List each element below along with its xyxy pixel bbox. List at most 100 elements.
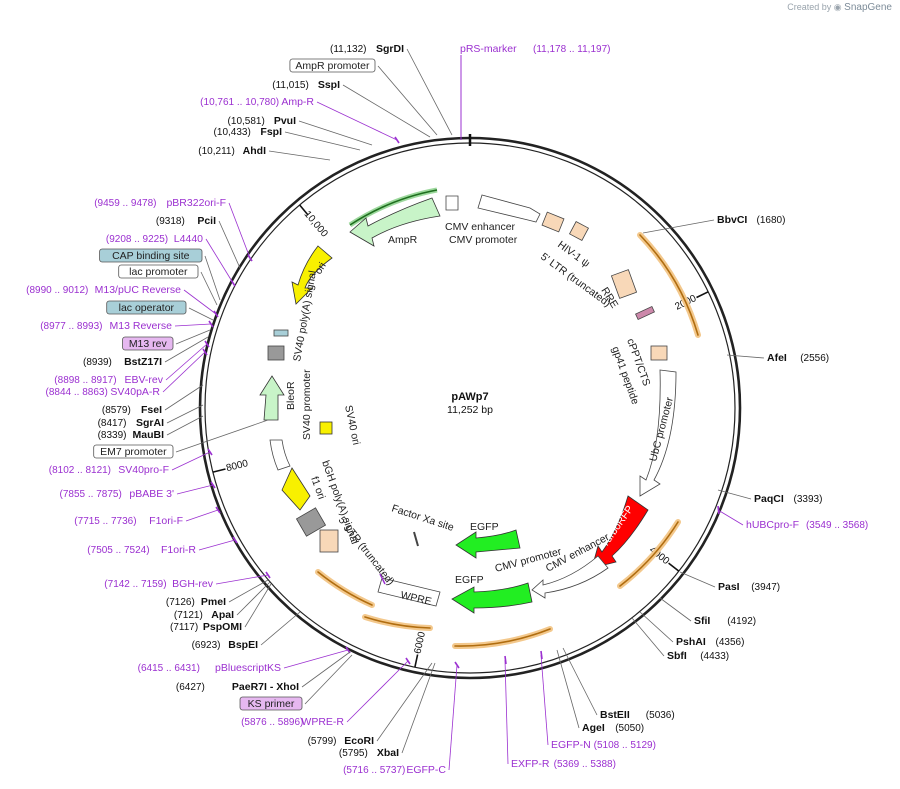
left-label-9[interactable]: L4440(9208 .. 9225) — [106, 233, 236, 287]
cmv-top-arrow[interactable] — [477, 194, 541, 223]
right-label-11[interactable]: EXFP-R(5369 .. 5388) — [504, 655, 616, 770]
primer-range: (5108 .. 5129) — [594, 740, 656, 751]
ampr-outer-arc-core — [349, 189, 438, 226]
orange-arc-5 — [315, 569, 375, 608]
left-label-35[interactable]: WPRE-R(5876 .. 5896) — [241, 657, 411, 728]
enzyme-name: MauBI — [133, 429, 165, 441]
right-label-10[interactable]: EGFP-N(5108 .. 5129) — [540, 650, 656, 751]
left-label-2[interactable]: SspI(11,015) — [272, 79, 431, 138]
left-label-23[interactable]: SV40pro-F(8102 .. 8121) — [49, 448, 213, 476]
left-label-33[interactable]: PaeR7I - XhoI(6427) — [176, 651, 351, 693]
bleor-arrow[interactable] — [259, 375, 285, 421]
left-label-17[interactable]: EBV-rev(8898 .. 8917) — [54, 340, 210, 386]
left-label-30[interactable]: PspOMI(7117) — [170, 583, 272, 633]
left-label-5[interactable]: FspI(10,433) — [214, 126, 361, 151]
ubc-promoter-arrow[interactable] — [639, 369, 677, 497]
right-label-1[interactable]: AfeI(2556) — [726, 352, 829, 364]
ltr-box-1[interactable] — [568, 220, 590, 242]
left-label-34[interactable]: KS primer — [239, 654, 353, 711]
primer-mark — [540, 650, 543, 660]
left-label-22[interactable]: EM7 promoter — [93, 419, 269, 459]
sv40-promoter-arrow[interactable] — [269, 439, 291, 471]
left-label-38[interactable]: EGFP-C(5716 .. 5737) — [343, 661, 460, 776]
orange-arc-1-core — [639, 234, 699, 336]
left-label-37[interactable]: XbaI(5795) — [339, 662, 436, 759]
right-label-0[interactable]: BbvCI(1680) — [642, 214, 785, 234]
sv40-polya-box[interactable] — [267, 345, 285, 361]
wpre-box[interactable] — [377, 577, 441, 607]
left-label-19[interactable]: FseI(8579) — [102, 384, 204, 416]
primer-name: EXFP-R — [511, 758, 550, 770]
gp41-box[interactable] — [650, 345, 668, 361]
cmv-second-arrow[interactable] — [531, 555, 609, 599]
primer-range: (8898 .. 8917) — [54, 375, 116, 386]
left-label-3[interactable]: Amp-R(10,761 .. 10,780) — [200, 96, 400, 144]
enzyme-position: (4433) — [700, 651, 729, 662]
right-label-6[interactable]: PshAI(4356) — [639, 611, 744, 648]
right-label-2[interactable]: PaqCI(3393) — [717, 489, 822, 505]
left-label-25[interactable]: F1ori-F(7715 .. 7736) — [74, 506, 221, 527]
enzyme-position: (8579) — [102, 405, 131, 416]
orange-arc-5-core — [317, 571, 373, 606]
ampr-arrow[interactable] — [349, 197, 441, 247]
left-label-0[interactable]: SgrDI(11,132) — [330, 43, 453, 136]
leader-line — [401, 662, 436, 754]
primer-name: EGFP-C — [406, 764, 446, 776]
hiv-psi-box[interactable] — [541, 211, 565, 233]
left-label-14[interactable]: M13 Reverse(8977 .. 8993) — [40, 320, 214, 332]
left-label-21[interactable]: MauBI(8339) — [98, 415, 204, 441]
rre-box[interactable] — [610, 269, 638, 299]
primer-name: WPRE-R — [301, 716, 344, 728]
left-label-12[interactable]: M13/pUC Reverse(8990 .. 9012) — [26, 284, 219, 318]
left-label-7[interactable]: pBR322ori-F(9459 .. 9478) — [94, 197, 253, 262]
left-label-26[interactable]: F1ori-R(7505 .. 7524) — [87, 536, 238, 556]
plasmid-size: 11,252 bp — [447, 404, 493, 416]
left-label-8[interactable]: PciI(9318) — [156, 215, 241, 269]
left-label-36[interactable]: EcoRI(5799) — [308, 662, 433, 747]
left-label-1[interactable]: AmpR promoter — [289, 58, 438, 136]
left-label-10[interactable]: CAP binding site — [99, 248, 221, 301]
enzyme-position: (7126) — [166, 597, 195, 608]
left-label-18[interactable]: SV40pA-R(8844 .. 8863) — [46, 348, 208, 398]
brand-credit: Created by ◉ SnapGene — [787, 2, 892, 13]
primer-name: pBABE 3' — [129, 488, 174, 500]
bgh-polya-arrow[interactable] — [281, 467, 311, 511]
ori-arrow[interactable] — [291, 245, 333, 305]
enzyme-name: SspI — [318, 79, 340, 91]
sv40-ori-box[interactable] — [319, 421, 333, 435]
primer-mark — [215, 506, 221, 514]
enzyme-name: PshAI — [676, 636, 706, 648]
right-label-5[interactable]: SfiI(4192) — [659, 597, 756, 627]
right-label-4[interactable]: PasI(3947) — [679, 571, 780, 593]
left-label-13[interactable]: lac operator — [106, 300, 214, 321]
egfp-arrow-1[interactable] — [455, 529, 521, 559]
leader-line — [166, 404, 204, 424]
left-label-28[interactable]: PmeI(7126) — [166, 579, 269, 608]
feature-box-15 — [122, 336, 174, 351]
right-label-9[interactable]: AgeI(5050) — [556, 649, 644, 734]
cppt-box[interactable] — [635, 305, 655, 321]
left-label-11[interactable]: lac promoter — [118, 264, 218, 306]
left-label-15[interactable]: M13 rev — [122, 329, 211, 351]
primer-mark — [207, 448, 213, 456]
left-label-20[interactable]: SgrAI(8417) — [98, 404, 204, 429]
left-label-16[interactable]: BstZ17I(8939) — [83, 336, 209, 368]
f1-ori-box[interactable] — [295, 507, 327, 537]
right-label-7[interactable]: SbfI(4433) — [631, 617, 729, 662]
left-label-31[interactable]: BspEI(6923) — [192, 611, 301, 651]
ltr-box-2[interactable] — [319, 529, 339, 553]
egfp-arrow-2[interactable] — [451, 582, 533, 614]
left-label-32[interactable]: pBluescriptKS(6415 .. 6431) — [138, 646, 351, 674]
leader-line — [679, 571, 716, 588]
left-label-4[interactable]: PvuI(10,581) — [228, 115, 373, 146]
primer-mark — [394, 136, 400, 144]
left-label-27[interactable]: BGH-rev(7142 .. 7159) — [104, 571, 271, 590]
feature-box-label: M13 rev — [129, 338, 168, 350]
right-label-8[interactable]: BstEII(5036) — [562, 647, 675, 721]
left-label-24[interactable]: pBABE 3'(7855 .. 7875) — [60, 481, 216, 500]
tick-label-2: 6000 — [413, 630, 428, 654]
right-label-3[interactable]: hUBCpro-F(3549 .. 3568) — [717, 505, 868, 531]
left-label-29[interactable]: ApaI(7121) — [174, 581, 271, 621]
enzyme-name: PciI — [197, 215, 216, 227]
left-label-6[interactable]: AhdI(10,211) — [198, 145, 331, 161]
